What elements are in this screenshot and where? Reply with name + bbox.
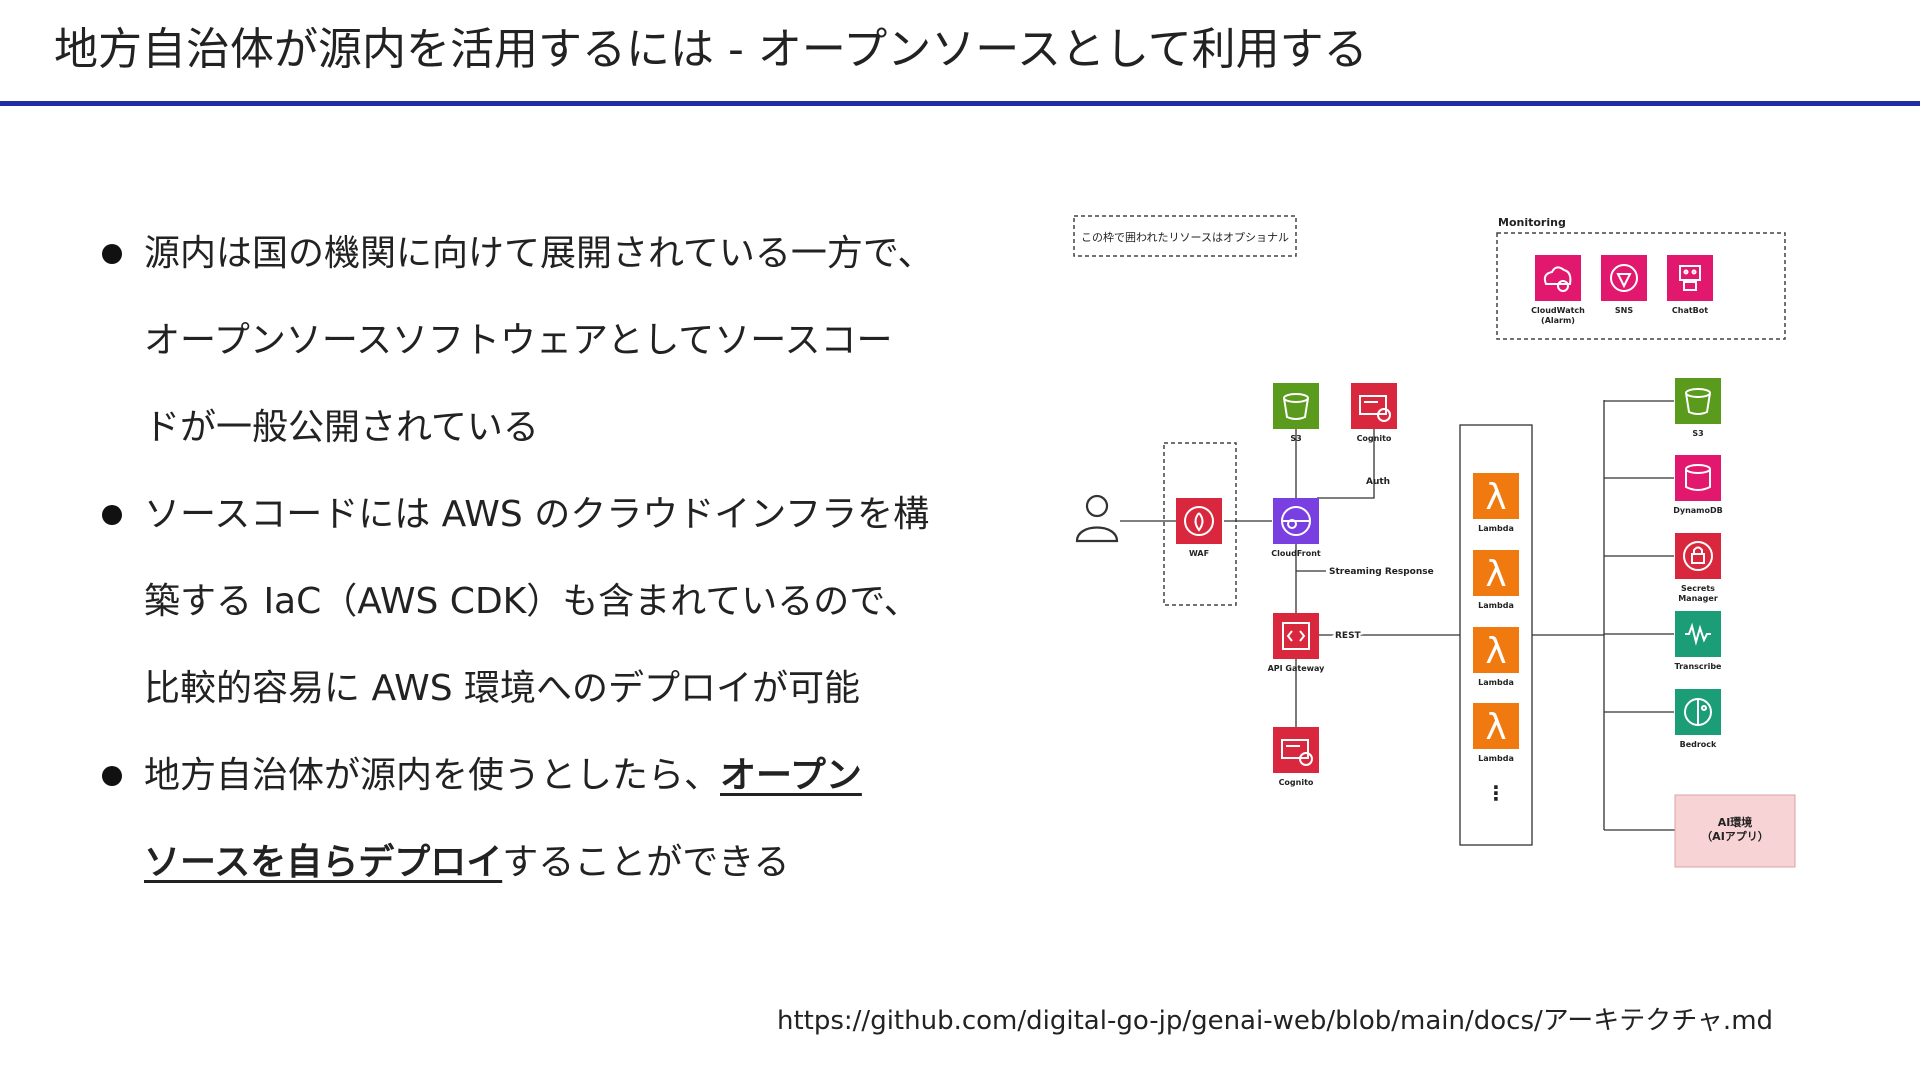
- node-label: CloudFront: [1271, 549, 1321, 558]
- bullet-text: することができる: [502, 842, 790, 883]
- cloudwatch-icon: [1535, 255, 1581, 301]
- dynamodb-icon: [1675, 455, 1721, 501]
- backend-label: DynamoDB: [1673, 506, 1723, 515]
- waf-optional-box: [1163, 442, 1237, 606]
- svg-text:λ: λ: [1485, 631, 1506, 672]
- node-label: Lambda: [1478, 678, 1514, 687]
- monitoring-label-text: SNS: [1615, 306, 1633, 315]
- bullet-line: ソースを自らデプロイすることができる: [144, 819, 998, 906]
- source-link[interactable]: https://github.com/digital-go-jp/genai-w…: [777, 1006, 1774, 1036]
- node-label: API Gateway: [1268, 664, 1326, 673]
- monitoring-label: Monitoring: [1498, 216, 1566, 229]
- bullet-dot: [102, 766, 122, 786]
- svg-text:λ: λ: [1485, 477, 1506, 518]
- sns-icon: [1601, 255, 1647, 301]
- node-label: Lambda: [1478, 754, 1514, 763]
- user-icon: [1075, 494, 1119, 543]
- node-label: WAF: [1189, 549, 1209, 558]
- waf-icon: [1176, 498, 1222, 544]
- cognito-icon: [1273, 727, 1319, 773]
- bullet-line: ソースコードには AWS のクラウドインフラを構: [144, 494, 930, 535]
- secrets-manager-icon: [1675, 533, 1721, 579]
- bullet-line: ドが一般公開されている: [144, 407, 539, 448]
- bullet-line: 築する IaC（AWS CDK）も含まれているので、: [144, 581, 920, 622]
- bedrock-icon: [1675, 689, 1721, 735]
- node-label: Cognito: [1357, 434, 1392, 443]
- chatbot-icon: [1667, 255, 1713, 301]
- node-label: Lambda: [1478, 524, 1514, 533]
- cognito-icon: [1351, 383, 1397, 429]
- monitoring-label-text: CloudWatch(Alarm): [1531, 306, 1585, 325]
- cloudfront-icon: [1273, 498, 1319, 544]
- lambda-icon: λ: [1473, 473, 1519, 519]
- emphasis-text: ソースを自らデプロイ: [144, 842, 503, 883]
- monitoring-icons: CloudWatch(Alarm) SNS ChatBot: [1531, 255, 1713, 325]
- lambda-icon: λ: [1473, 550, 1519, 596]
- bullet-line: オープンソースソフトウェアとしてソースコー: [144, 320, 893, 361]
- edge-label-auth: Auth: [1366, 477, 1390, 487]
- backend-label: Bedrock: [1680, 740, 1717, 749]
- bullet-line: 源内は国の機関に向けて展開されている一方で、: [144, 233, 934, 274]
- backend-label: S3: [1692, 429, 1703, 438]
- optional-note-text: この枠で囲われたリソースはオプショナル: [1081, 230, 1289, 244]
- bullet-item: ソースコードには AWS のクラウドインフラを構 築する IaC（AWS CDK…: [98, 471, 998, 732]
- ai-env-label: AI環境（AIアプリ）: [1701, 815, 1769, 843]
- bullet-line: 地方自治体が源内を使うとしたら、オープン: [144, 732, 998, 819]
- bullet-list: 源内は国の機関に向けて展開されている一方で、 オープンソースソフトウェアとしてソ…: [98, 210, 998, 906]
- bullet-dot: [102, 505, 122, 525]
- lambda-more: ⋮: [1486, 781, 1506, 805]
- lambda-icon: λ: [1473, 703, 1519, 749]
- monitoring-label-text: ChatBot: [1672, 306, 1708, 315]
- node-label: Lambda: [1478, 601, 1514, 610]
- edge-label-rest: REST: [1335, 631, 1362, 641]
- s3-icon: [1675, 378, 1721, 424]
- svg-text:λ: λ: [1485, 707, 1506, 748]
- transcribe-icon: [1675, 611, 1721, 657]
- edge-cognito-auth: [1317, 429, 1375, 499]
- optional-note-box: [1073, 215, 1297, 257]
- edge-label-streaming: Streaming Response: [1329, 567, 1434, 577]
- lambda-icon: λ: [1473, 627, 1519, 673]
- bullet-item: 源内は国の機関に向けて展開されている一方で、 オープンソースソフトウェアとしてソ…: [98, 210, 998, 471]
- emphasis-text: オープン: [720, 755, 862, 796]
- page-title: 地方自治体が源内を活用するには - オープンソースとして利用する: [54, 24, 1368, 75]
- node-label: Cognito: [1279, 778, 1314, 787]
- bullet-text: 地方自治体が源内を使うとしたら、: [144, 755, 721, 796]
- monitoring-box: [1496, 232, 1786, 340]
- s3-icon: [1273, 383, 1319, 429]
- ai-env-box: [1674, 794, 1796, 868]
- architecture-diagram: この枠で囲われたリソースはオプショナル Monitoring CloudWatc…: [1073, 215, 1796, 868]
- connectors: [1120, 400, 1605, 846]
- bullet-dot: [102, 244, 122, 264]
- node-label: S3: [1290, 434, 1301, 443]
- api-gateway-icon: [1273, 613, 1319, 659]
- bullet-line: 比較的容易に AWS 環境へのデプロイが可能: [144, 668, 860, 709]
- bullet-item: 地方自治体が源内を使うとしたら、オープン ソースを自らデプロイすることができる: [98, 732, 998, 906]
- backend-label: Transcribe: [1675, 662, 1723, 671]
- title-divider: [0, 101, 1920, 106]
- svg-text:λ: λ: [1485, 554, 1506, 595]
